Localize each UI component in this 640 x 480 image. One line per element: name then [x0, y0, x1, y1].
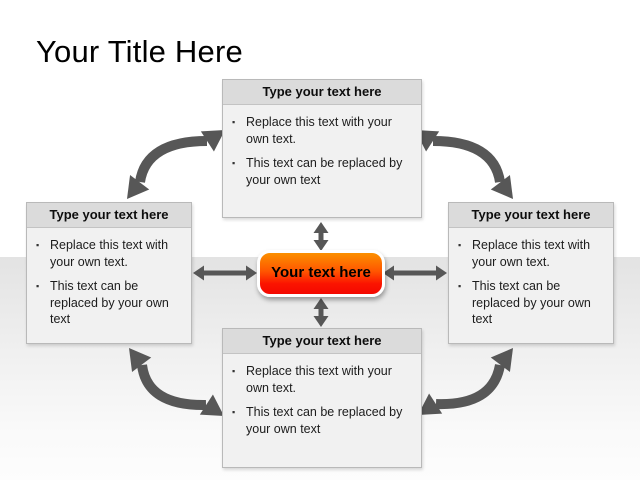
curved-arrow-bottom-left [129, 348, 224, 416]
curved-arrow-shaft [137, 364, 207, 411]
arrowhead-icon [127, 175, 150, 199]
connector-arrow-left [193, 265, 257, 281]
center-button[interactable]: Your text here [257, 250, 385, 297]
arrowhead-icon [129, 348, 152, 372]
bullet-text: Replace this text with your own text. [246, 364, 392, 395]
text-box-left[interactable]: Type your text here ▪ Replace this text … [26, 202, 192, 344]
curved-arrow-bottom-right [418, 348, 513, 415]
arrowhead-icon [490, 175, 513, 199]
bullet-item[interactable]: ▪ Replace this text with your own text. [458, 237, 605, 270]
arrowhead-icon [313, 316, 329, 327]
bullet-item[interactable]: ▪ This text can be replaced by your own … [36, 278, 183, 328]
text-box-body: ▪ Replace this text with your own text. … [449, 228, 613, 328]
bullet-text: Replace this text with your own text. [50, 238, 169, 269]
text-box-header[interactable]: Type your text here [223, 329, 421, 354]
arrowhead-icon [490, 348, 513, 372]
arrowhead-icon [193, 265, 204, 281]
bullet-text: This text can be replaced by your own te… [246, 405, 403, 436]
bullet-text: Replace this text with your own text. [246, 115, 392, 146]
bullet-item[interactable]: ▪ This text can be replaced by your own … [232, 155, 413, 188]
arrowhead-icon [436, 265, 447, 281]
text-box-header[interactable]: Type your text here [27, 203, 191, 228]
bullet-square-icon: ▪ [232, 158, 236, 168]
bullet-square-icon: ▪ [36, 240, 40, 250]
bullet-text: This text can be replaced by your own te… [50, 279, 169, 326]
bullet-item[interactable]: ▪ This text can be replaced by your own … [232, 404, 413, 437]
curved-arrow-shaft [435, 363, 505, 410]
curved-arrow-shaft [432, 136, 505, 184]
connector-arrow-bottom [313, 298, 329, 327]
text-box-bottom[interactable]: Type your text here ▪ Replace this text … [222, 328, 422, 468]
bullet-item[interactable]: ▪ Replace this text with your own text. [232, 363, 413, 396]
bullet-square-icon: ▪ [232, 407, 236, 417]
arrowhead-icon [246, 265, 257, 281]
arrowhead-icon [199, 394, 224, 416]
arrowhead-icon [313, 298, 329, 309]
bullet-square-icon: ▪ [458, 240, 462, 250]
bullet-text: This text can be replaced by your own te… [246, 156, 403, 187]
arrowhead-icon [313, 240, 329, 251]
curved-arrow-shaft [135, 136, 208, 184]
bullet-square-icon: ▪ [232, 117, 236, 127]
slide-title[interactable]: Your Title Here [36, 34, 243, 69]
text-box-body: ▪ Replace this text with your own text. … [223, 105, 421, 188]
text-box-header[interactable]: Type your text here [449, 203, 613, 228]
connector-arrow-top [313, 222, 329, 251]
bullet-text: Replace this text with your own text. [472, 238, 591, 269]
bullet-square-icon: ▪ [232, 366, 236, 376]
bullet-item[interactable]: ▪ This text can be replaced by your own … [458, 278, 605, 328]
arrowhead-icon [418, 393, 443, 415]
arrowhead-icon [313, 222, 329, 233]
text-box-right[interactable]: Type your text here ▪ Replace this text … [448, 202, 614, 344]
arrowhead-icon [200, 130, 225, 152]
text-box-body: ▪ Replace this text with your own text. … [223, 354, 421, 437]
curved-arrow-top-right [415, 130, 513, 199]
bullet-square-icon: ▪ [458, 281, 462, 291]
bullet-item[interactable]: ▪ Replace this text with your own text. [232, 114, 413, 147]
connector-arrow-right [383, 265, 447, 281]
bullet-square-icon: ▪ [36, 281, 40, 291]
text-box-top[interactable]: Type your text here ▪ Replace this text … [222, 79, 422, 218]
bullet-item[interactable]: ▪ Replace this text with your own text. [36, 237, 183, 270]
bullet-text: This text can be replaced by your own te… [472, 279, 591, 326]
arrowhead-icon [383, 265, 394, 281]
curved-arrow-top-left [127, 130, 225, 199]
text-box-body: ▪ Replace this text with your own text. … [27, 228, 191, 328]
text-box-header[interactable]: Type your text here [223, 80, 421, 105]
